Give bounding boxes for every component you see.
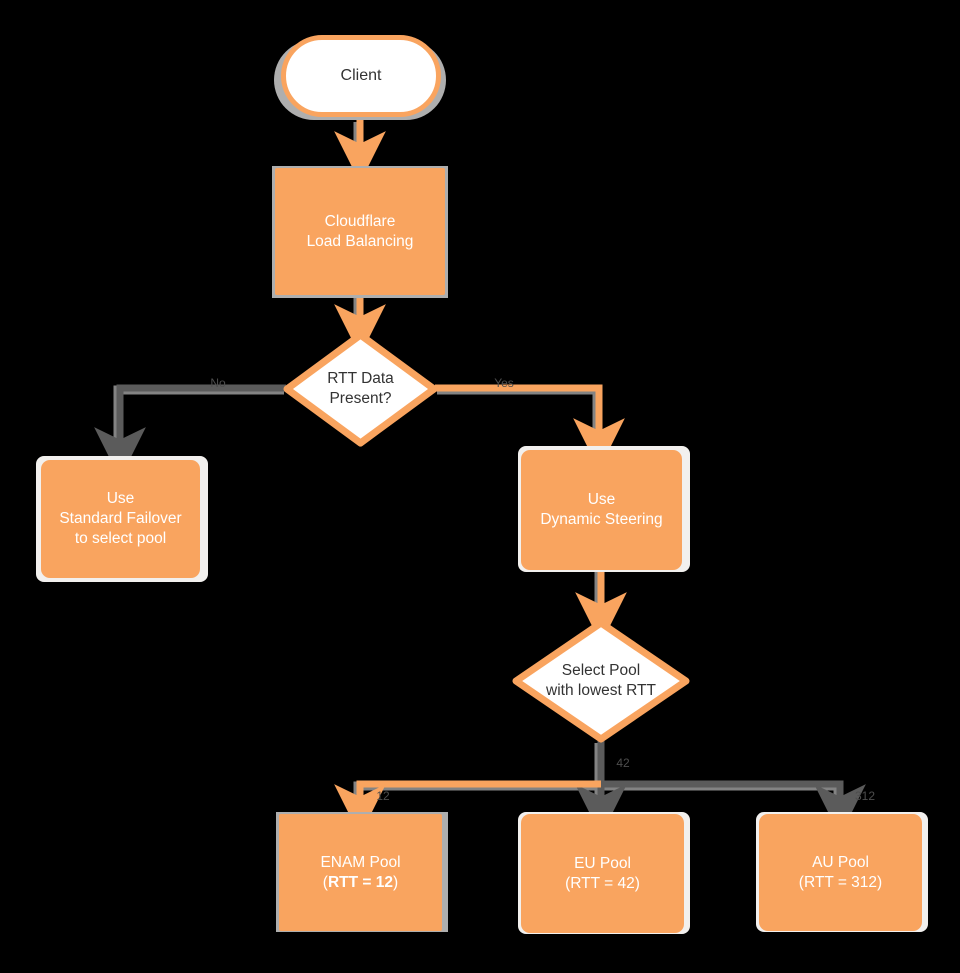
rtt-decision-shape — [283, 331, 438, 447]
node-eu-pool[interactable]: EU Pool (RTT = 42) — [521, 814, 684, 933]
enam-rtt-value: RTT = 12 — [327, 873, 394, 891]
select-pool-shape — [512, 619, 690, 743]
edge-select-to-au — [601, 780, 866, 836]
rtt-decision-text: RTT Data Present? — [283, 331, 438, 447]
node-lb-label-line1: Cloudflare — [324, 212, 396, 230]
failover-label-line2: Standard Failover — [59, 510, 182, 528]
enam-label-line2: (RTT = 12) — [323, 873, 398, 893]
edge-label-au-rtt: 312 — [854, 789, 876, 803]
node-client-label: Client — [340, 66, 382, 84]
enam-rtt-paren-close: ) — [393, 873, 399, 891]
node-select-pool[interactable]: Select Pool with lowest RTT — [512, 619, 690, 743]
select-pool-line1: Select Pool — [561, 661, 641, 679]
dynamic-label-line2: Dynamic Steering — [540, 511, 663, 528]
eu-label-line1: EU Pool — [574, 854, 631, 872]
au-label-line2: (RTT = 312) — [798, 873, 883, 891]
au-label-line1: AU Pool — [812, 853, 869, 871]
failover-label-line3: to select pool — [74, 529, 167, 547]
node-rtt-decision[interactable]: RTT Data Present? — [283, 331, 438, 447]
enam-label-line1: ENAM Pool — [320, 853, 401, 871]
edge-label-yes: Yes — [494, 376, 514, 390]
node-enam-pool[interactable]: ENAM Pool (RTT = 12) — [279, 814, 442, 931]
dynamic-label-line1: Use — [587, 491, 616, 509]
edge-select-to-enam — [334, 780, 601, 836]
rtt-decision-line1: RTT Data — [327, 369, 394, 387]
node-client[interactable]: Client — [281, 35, 441, 117]
select-pool-text: Select Pool with lowest RTT — [512, 619, 690, 743]
eu-label-line2: (RTT = 42) — [565, 874, 640, 892]
rtt-decision-line2: Present? — [329, 390, 392, 407]
node-standard-failover[interactable]: Use Standard Failover to select pool — [41, 460, 200, 578]
failover-label-line1: Use — [106, 490, 135, 508]
edge-decision-yes — [435, 384, 625, 470]
edge-label-no: No — [210, 376, 226, 390]
node-cloudflare-load-balancing[interactable]: Cloudflare Load Balancing — [275, 168, 445, 295]
select-pool-line2: with lowest RTT — [546, 682, 656, 699]
edge-label-enam-rtt: 12 — [376, 789, 390, 803]
edge-label-eu-rtt: 42 — [616, 756, 630, 770]
enam-rtt-paren-open: ( — [322, 873, 328, 891]
node-lb-label-line2: Load Balancing — [306, 232, 414, 250]
node-au-pool[interactable]: AU Pool (RTT = 312) — [759, 814, 922, 931]
node-dynamic-steering[interactable]: Use Dynamic Steering — [521, 450, 682, 570]
edge-decision-no — [94, 384, 286, 479]
